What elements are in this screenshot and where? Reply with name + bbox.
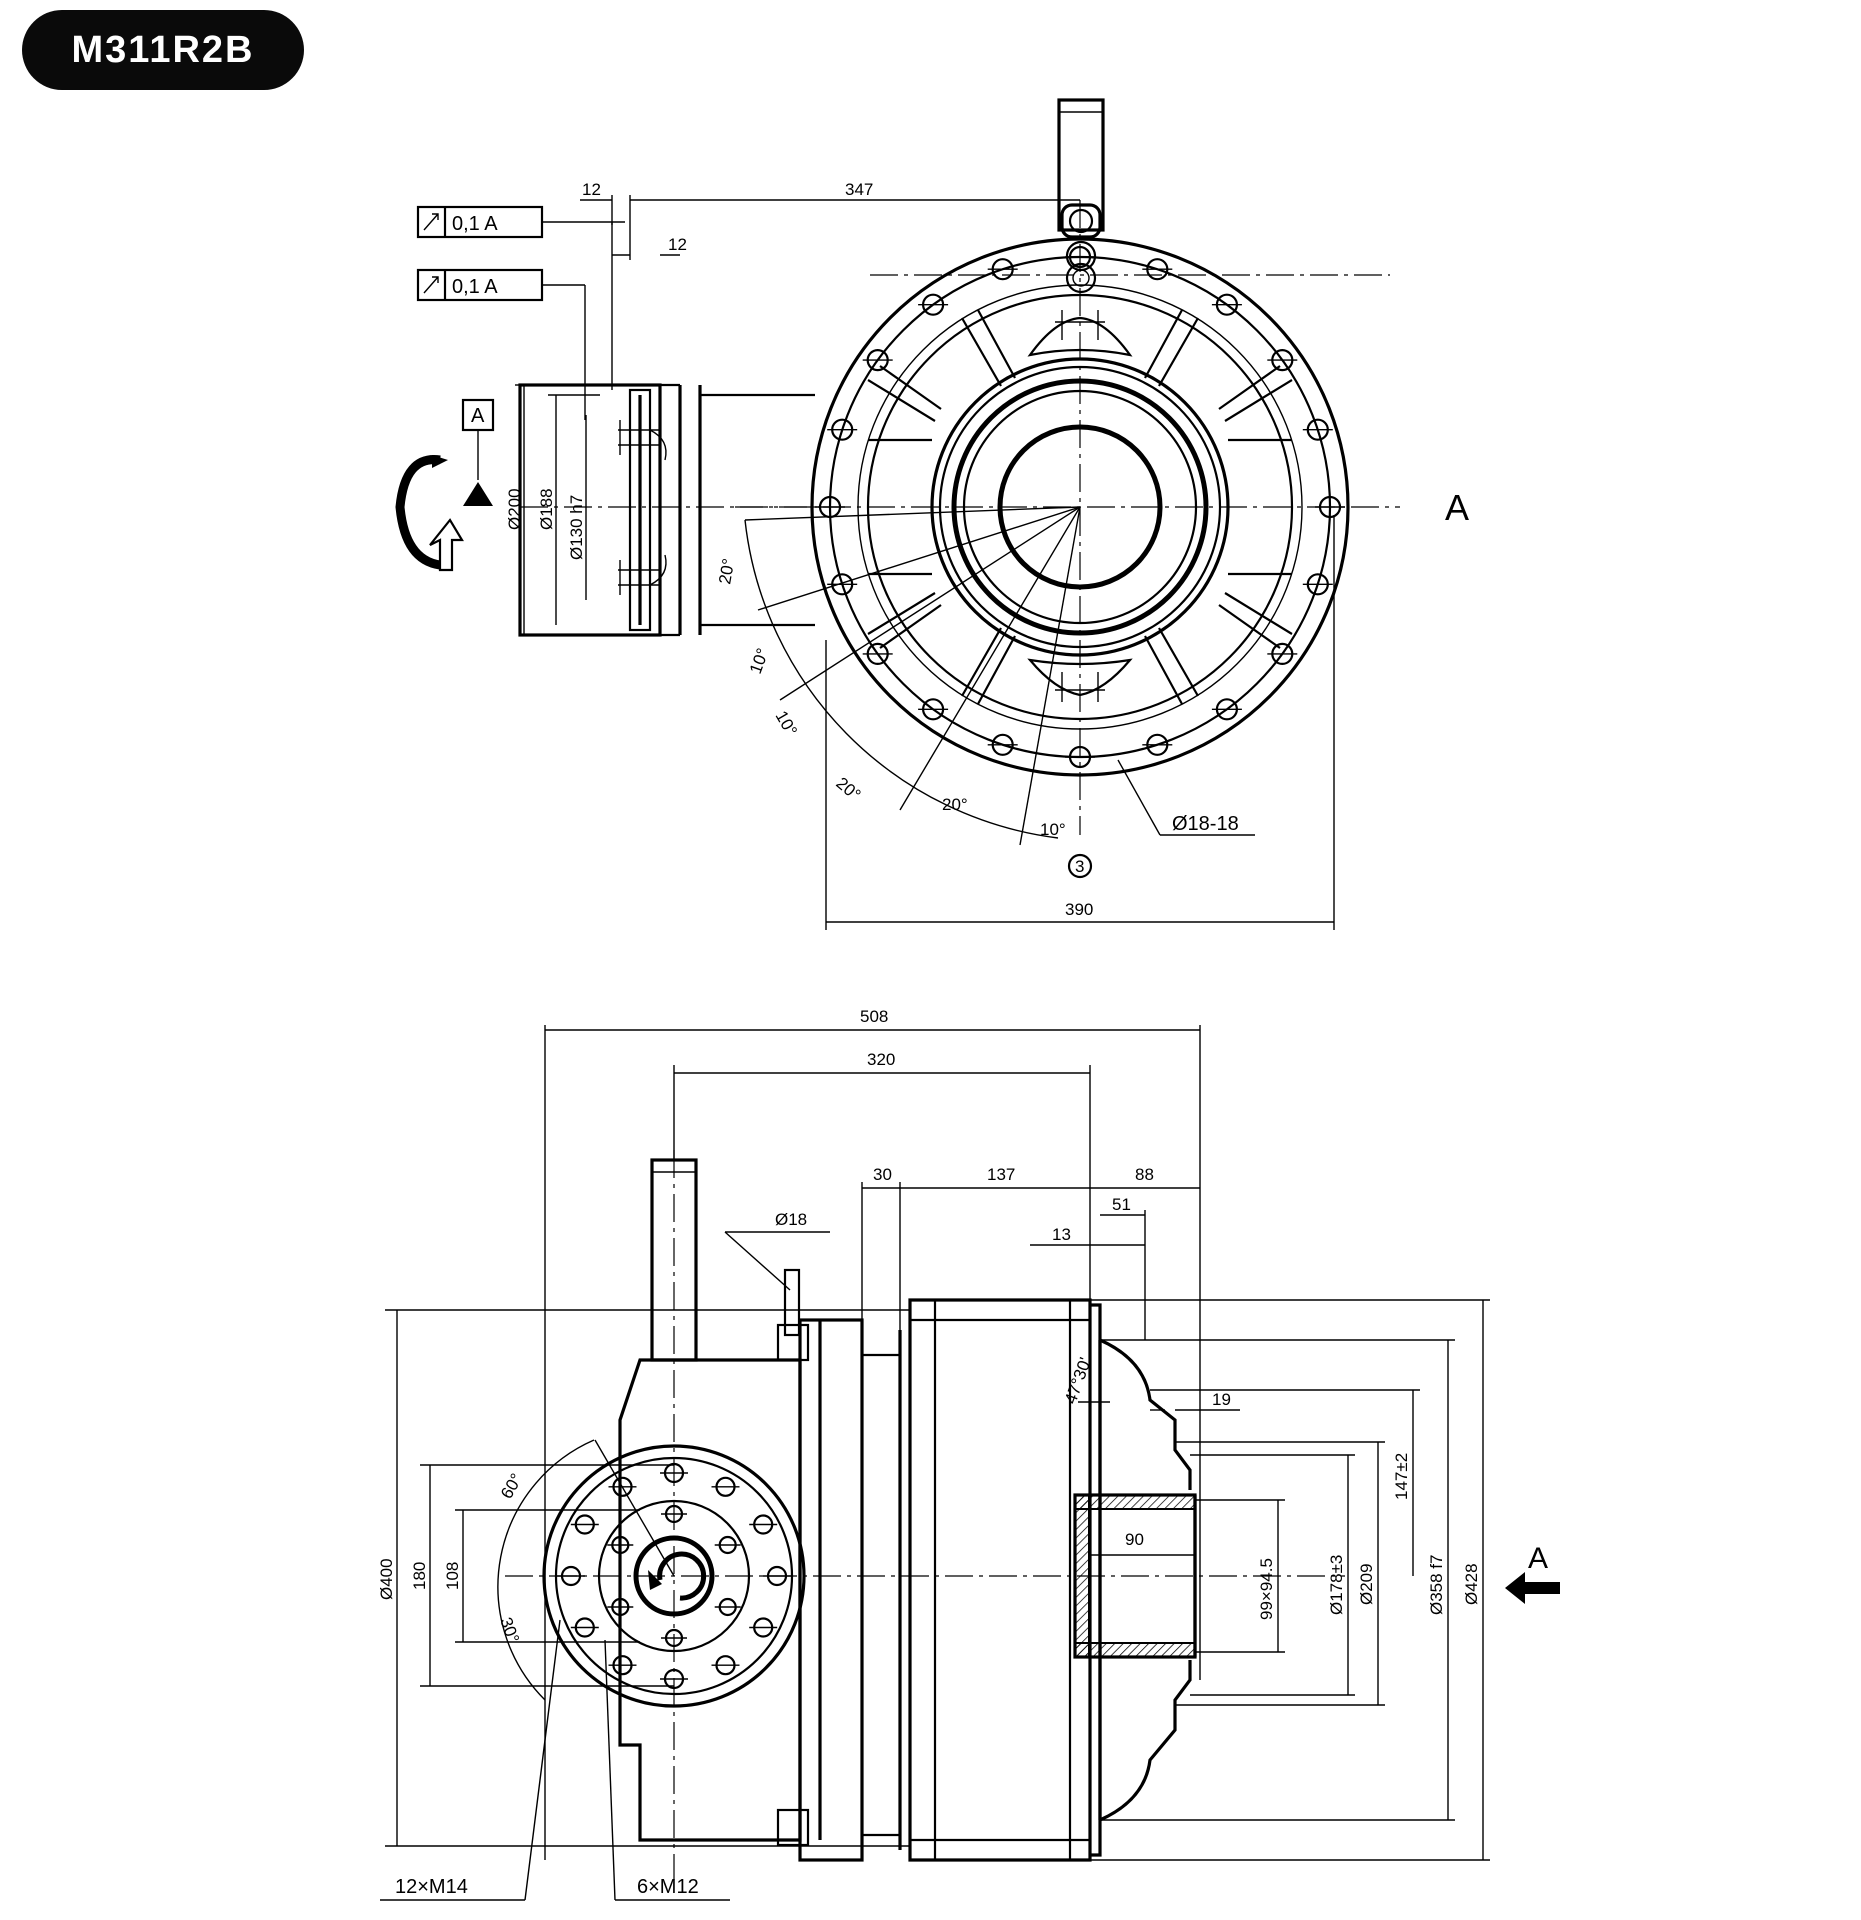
angle-label-a: 20° xyxy=(715,557,738,586)
gear-bore xyxy=(997,424,1163,590)
hole-spec-label: Ø18-18 xyxy=(1172,813,1239,835)
input-hole-pattern xyxy=(557,1462,791,1690)
tolerance-text-face: 0,1 A xyxy=(452,213,498,235)
input-shaft xyxy=(1057,98,1105,232)
model-title-badge: M311R2B xyxy=(22,10,304,90)
dim-88: 88 xyxy=(1135,1165,1154,1184)
dia-358-label: Ø358 f7 xyxy=(1427,1555,1446,1616)
datum-label: A xyxy=(471,405,485,427)
dim-51: 51 xyxy=(1112,1195,1131,1214)
dia-outer-label: Ø200 xyxy=(505,488,524,530)
thread-label-a: 12×M14 xyxy=(395,1876,468,1898)
spline-label: 99×94.5 xyxy=(1257,1558,1276,1620)
dim-flange-width: 12 xyxy=(582,180,601,199)
view-arrow-icon xyxy=(1505,1572,1560,1604)
thread-label-b: 6×M12 xyxy=(637,1876,699,1898)
gear-hub-outer xyxy=(930,357,1230,657)
model-title: M311R2B xyxy=(71,28,255,71)
angle-label-c: 10° xyxy=(772,708,801,740)
dim-30: 30 xyxy=(873,1165,892,1184)
ang-30-label: 30° xyxy=(496,1615,523,1646)
top-view: 0,1 A 0,1 A A xyxy=(395,98,1469,930)
input-flange-outer xyxy=(542,1444,806,1708)
dim-108-label: 108 xyxy=(443,1562,462,1590)
pin-label: Ø18 xyxy=(775,1210,807,1229)
view-arrow-label: A xyxy=(1528,1542,1548,1575)
tolerance-text-radial: 0,1 A xyxy=(452,276,498,298)
dim-137: 137 xyxy=(987,1165,1015,1184)
view-marker-a: A xyxy=(1445,487,1469,528)
dia-178-label: Ø178±3 xyxy=(1327,1555,1346,1615)
dim-147-label: 147±2 xyxy=(1392,1453,1411,1500)
dim-body: 320 xyxy=(867,1050,895,1069)
dim-shaft-to-center: 347 xyxy=(845,180,873,199)
output-bore-section xyxy=(1073,1493,1197,1659)
angle-label-f: 10° xyxy=(1040,820,1066,839)
dia-pitch-label: Ø188 xyxy=(537,488,556,530)
balloon-marker xyxy=(1067,853,1093,879)
dim-13: 13 xyxy=(1052,1225,1071,1244)
angle-label-d: 20° xyxy=(832,774,864,805)
rotation-arrow-icon xyxy=(395,455,464,572)
dim-overall: 508 xyxy=(860,1007,888,1026)
dia-209-label: Ø209 xyxy=(1357,1563,1376,1605)
dia-pilot-label: Ø130 h7 xyxy=(567,495,586,560)
angle-label-b: 10° xyxy=(746,646,773,677)
ang-60-label: 60° xyxy=(497,1470,526,1502)
dim-flange-offset: 12 xyxy=(668,235,687,254)
balloon-label: 3 xyxy=(1075,857,1084,876)
side-input-stub xyxy=(518,383,820,637)
tolerance-frame-face: 0,1 A xyxy=(416,205,625,390)
dim-19: 19 xyxy=(1212,1390,1231,1409)
side-view: 508 320 30 137 88 51 13 19 90 Ø18 47°30'… xyxy=(377,1007,1560,1901)
dim-90: 90 xyxy=(1125,1530,1144,1549)
dia-428-label: Ø428 xyxy=(1462,1563,1481,1605)
angle-label-e: 20° xyxy=(942,795,968,814)
main-housing xyxy=(908,1298,1092,1862)
dia-400-label: Ø400 xyxy=(377,1558,396,1600)
tolerance-frame-radial: 0,1 A xyxy=(416,268,586,420)
dim-width: 390 xyxy=(1065,900,1093,919)
dim-180-label: 180 xyxy=(410,1562,429,1590)
